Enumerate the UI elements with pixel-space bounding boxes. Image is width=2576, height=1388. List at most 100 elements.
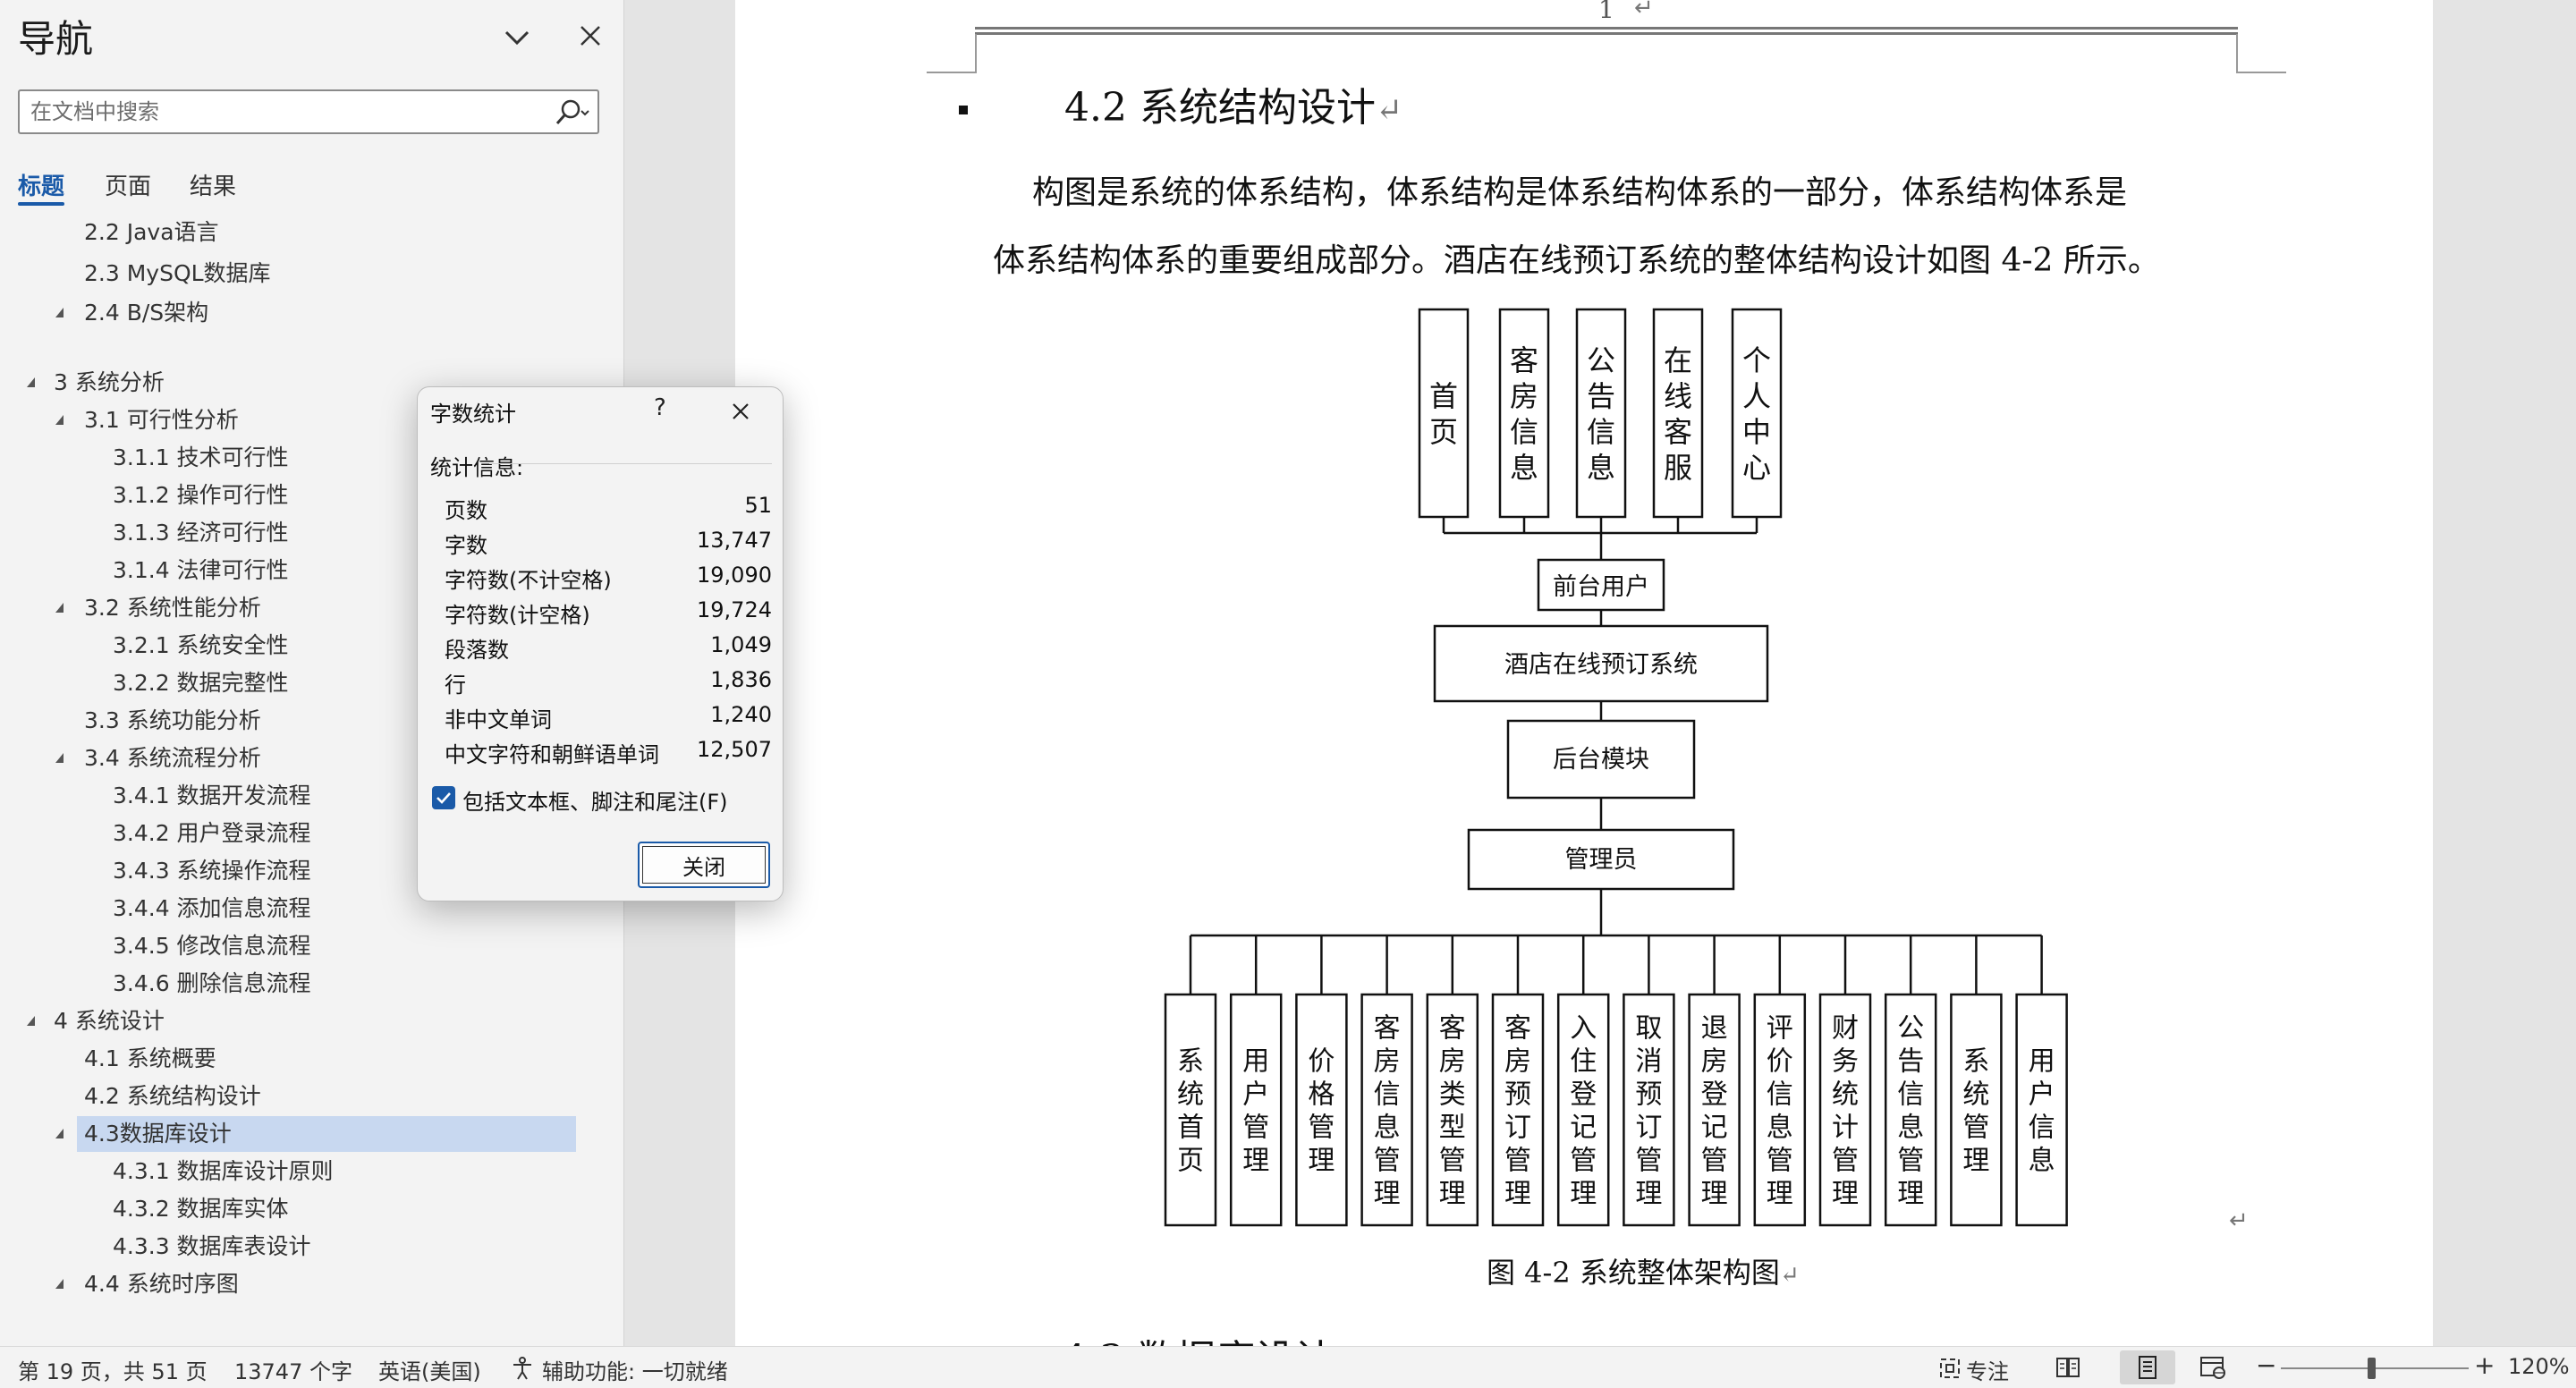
search-input[interactable] — [30, 95, 531, 129]
system-label: 酒店在线预订系统 — [1504, 651, 1698, 679]
bottom-module-char: 理 — [1897, 1179, 1924, 1210]
nav-heading-item[interactable]: 3 系统分析 — [54, 369, 165, 395]
nav-heading-item[interactable]: 3.2.1 系统安全性 — [113, 632, 289, 658]
nav-heading-item[interactable]: 4.3.3 数据库表设计 — [113, 1233, 311, 1259]
nav-heading-item[interactable]: 4 系统设计 — [54, 1008, 165, 1034]
stat-label: 字符数(不计空格) — [445, 568, 612, 593]
collapse-arrow-icon[interactable] — [55, 753, 64, 763]
bottom-module-box — [1884, 993, 1937, 1227]
nav-heading-item[interactable]: 3.3 系统功能分析 — [84, 707, 261, 733]
focus-mode-button[interactable]: 专注 — [1966, 1359, 2009, 1384]
nav-heading-item[interactable]: 3.2 系统性能分析 — [84, 595, 261, 621]
collapse-arrow-icon[interactable] — [55, 603, 64, 613]
nav-heading-item[interactable]: 3.1.3 经济可行性 — [113, 520, 289, 546]
top-module-char: 在 — [1664, 343, 1692, 377]
document-area[interactable]: 1 ↵ 4.2 系统结构设计↵ 构图是系统的体系结构，体系结构是体系结构体系的一… — [624, 0, 2576, 1383]
tab-headings[interactable]: 标题 — [18, 174, 65, 200]
nav-heading-item[interactable]: 4.1 系统概要 — [84, 1045, 216, 1071]
nav-heading-item[interactable]: 4.4 系统时序图 — [84, 1271, 239, 1297]
collapse-arrow-icon[interactable] — [55, 1129, 64, 1138]
bottom-module-char: 系 — [1177, 1046, 1204, 1078]
nav-heading-item[interactable]: 3.4.3 系统操作流程 — [113, 858, 311, 884]
include-textboxes-label[interactable]: 包括文本框、脚注和尾注(F) — [462, 790, 728, 815]
body-paragraph-line[interactable]: 体系结构体系的重要组成部分。酒店在线预订系统的整体结构设计如图 4-2 所示。 — [993, 242, 2160, 279]
body-paragraph-line[interactable]: 构图是系统的体系结构，体系结构是体系结构体系的一部分，体系结构体系是 — [1032, 174, 2128, 211]
collapse-arrow-icon[interactable] — [55, 1279, 64, 1289]
zoom-slider-thumb[interactable] — [2367, 1358, 2376, 1379]
bottom-module-char: 房 — [1504, 1046, 1531, 1078]
tab-pages[interactable]: 页面 — [105, 174, 152, 200]
bottom-module-box — [1295, 993, 1348, 1227]
nav-heading-item[interactable]: 3.1.1 技术可行性 — [113, 444, 289, 470]
figure-caption[interactable]: 图 4-2 系统整体架构图↵ — [1487, 1250, 1800, 1291]
nav-heading-item[interactable]: 3.4.6 删除信息流程 — [113, 970, 311, 996]
close-icon[interactable] — [725, 396, 756, 427]
include-textboxes-checkbox[interactable] — [432, 786, 455, 809]
nav-heading-item[interactable]: 2.2 Java语言 — [84, 219, 219, 245]
top-module-char: 人 — [1742, 379, 1771, 413]
collapse-arrow-icon[interactable] — [27, 377, 35, 387]
document-page[interactable]: 1 ↵ 4.2 系统结构设计↵ 构图是系统的体系结构，体系结构是体系结构体系的一… — [735, 0, 2433, 1383]
close-button[interactable]: 关闭 — [638, 842, 770, 888]
collapse-arrow-icon[interactable] — [55, 415, 64, 425]
read-mode-icon[interactable] — [2050, 1350, 2086, 1384]
web-layout-icon[interactable] — [2195, 1350, 2231, 1384]
help-button[interactable]: ? — [654, 394, 666, 421]
collapse-arrow-icon[interactable] — [27, 1016, 35, 1026]
stat-label: 字符数(计空格) — [445, 603, 590, 628]
bottom-module-char: 息 — [1374, 1113, 1401, 1144]
nav-heading-item[interactable]: 3.1 可行性分析 — [84, 407, 239, 433]
nav-heading-item[interactable]: 2.4 B/S架构 — [84, 300, 209, 326]
stat-value: 13,747 — [697, 528, 772, 553]
nav-heading-item[interactable]: 4.3数据库设计 — [77, 1116, 576, 1152]
nav-heading-item[interactable]: 3.4.5 修改信息流程 — [113, 933, 311, 959]
nav-heading-item[interactable]: 3.4.2 用户登录流程 — [113, 820, 311, 846]
stat-row: 字符数(计空格) 19,724 — [445, 597, 772, 628]
bottom-module-char: 息 — [2029, 1146, 2055, 1177]
top-module-char: 公 — [1587, 343, 1615, 377]
bottom-module-char: 记 — [1570, 1113, 1597, 1144]
language-indicator[interactable]: 英语(美国) — [378, 1359, 481, 1384]
print-layout-button[interactable] — [2120, 1350, 2175, 1384]
page-info[interactable]: 第 19 页，共 51 页 — [18, 1359, 208, 1384]
search-icon[interactable] — [549, 97, 594, 129]
paragraph-mark: ↵ — [1779, 1262, 1800, 1289]
word-count-indicator[interactable]: 13747 个字 — [234, 1359, 352, 1384]
zoom-in-button[interactable]: + — [2474, 1350, 2496, 1380]
nav-heading-item[interactable]: 2.3 MySQL数据库 — [84, 260, 271, 286]
accessibility-status[interactable]: 辅助功能: 一切就绪 — [542, 1359, 728, 1384]
section-heading[interactable]: 4.2 系统结构设计↵ — [1064, 75, 1402, 132]
nav-heading-item[interactable]: 4.3.1 数据库设计原则 — [113, 1158, 334, 1184]
zoom-level[interactable]: 120% — [2508, 1354, 2570, 1379]
bottom-module-box — [1818, 993, 1872, 1227]
search-box[interactable] — [18, 89, 599, 134]
bottom-module-char: 管 — [1832, 1146, 1859, 1177]
bottom-module-char: 息 — [1897, 1113, 1924, 1144]
nav-heading-item[interactable]: 3.1.2 操作可行性 — [113, 482, 289, 508]
stat-value: 12,507 — [697, 737, 772, 762]
chevron-down-icon[interactable] — [499, 20, 535, 55]
architecture-diagram: 首页客房信息公告信息在线客服个人中心前台用户酒店在线预订系统后台模块管理员系统首… — [1164, 308, 2068, 1227]
nav-heading-item[interactable]: 3.2.2 数据完整性 — [113, 670, 289, 696]
collapse-arrow-icon[interactable] — [55, 308, 64, 317]
nav-heading-item[interactable]: 3.4.1 数据开发流程 — [113, 783, 311, 808]
bottom-module-char: 预 — [1635, 1079, 1662, 1111]
zoom-out-button[interactable]: − — [2256, 1350, 2277, 1380]
stat-value: 19,724 — [697, 597, 772, 622]
bottom-module-char: 预 — [1504, 1079, 1531, 1111]
nav-heading-item[interactable]: 4.3.2 数据库实体 — [113, 1196, 289, 1222]
close-icon[interactable] — [572, 18, 608, 54]
margin-corner-mark — [927, 72, 977, 73]
nav-heading-item[interactable]: 4.2 系统结构设计 — [84, 1083, 261, 1109]
top-module-char: 客 — [1510, 343, 1538, 377]
margin-corner-mark — [2236, 34, 2238, 73]
nav-heading-item[interactable]: 3.4 系统流程分析 — [84, 745, 261, 771]
tab-results[interactable]: 结果 — [190, 174, 237, 200]
nav-heading-item[interactable]: 3.4.4 添加信息流程 — [113, 895, 311, 921]
bottom-module-char: 理 — [1504, 1179, 1531, 1210]
stat-label: 字数 — [445, 533, 487, 558]
nav-heading-item[interactable]: 3.1.4 法律可行性 — [113, 557, 289, 583]
bottom-module-box — [1164, 993, 1217, 1227]
bottom-module-char: 理 — [1767, 1179, 1793, 1210]
